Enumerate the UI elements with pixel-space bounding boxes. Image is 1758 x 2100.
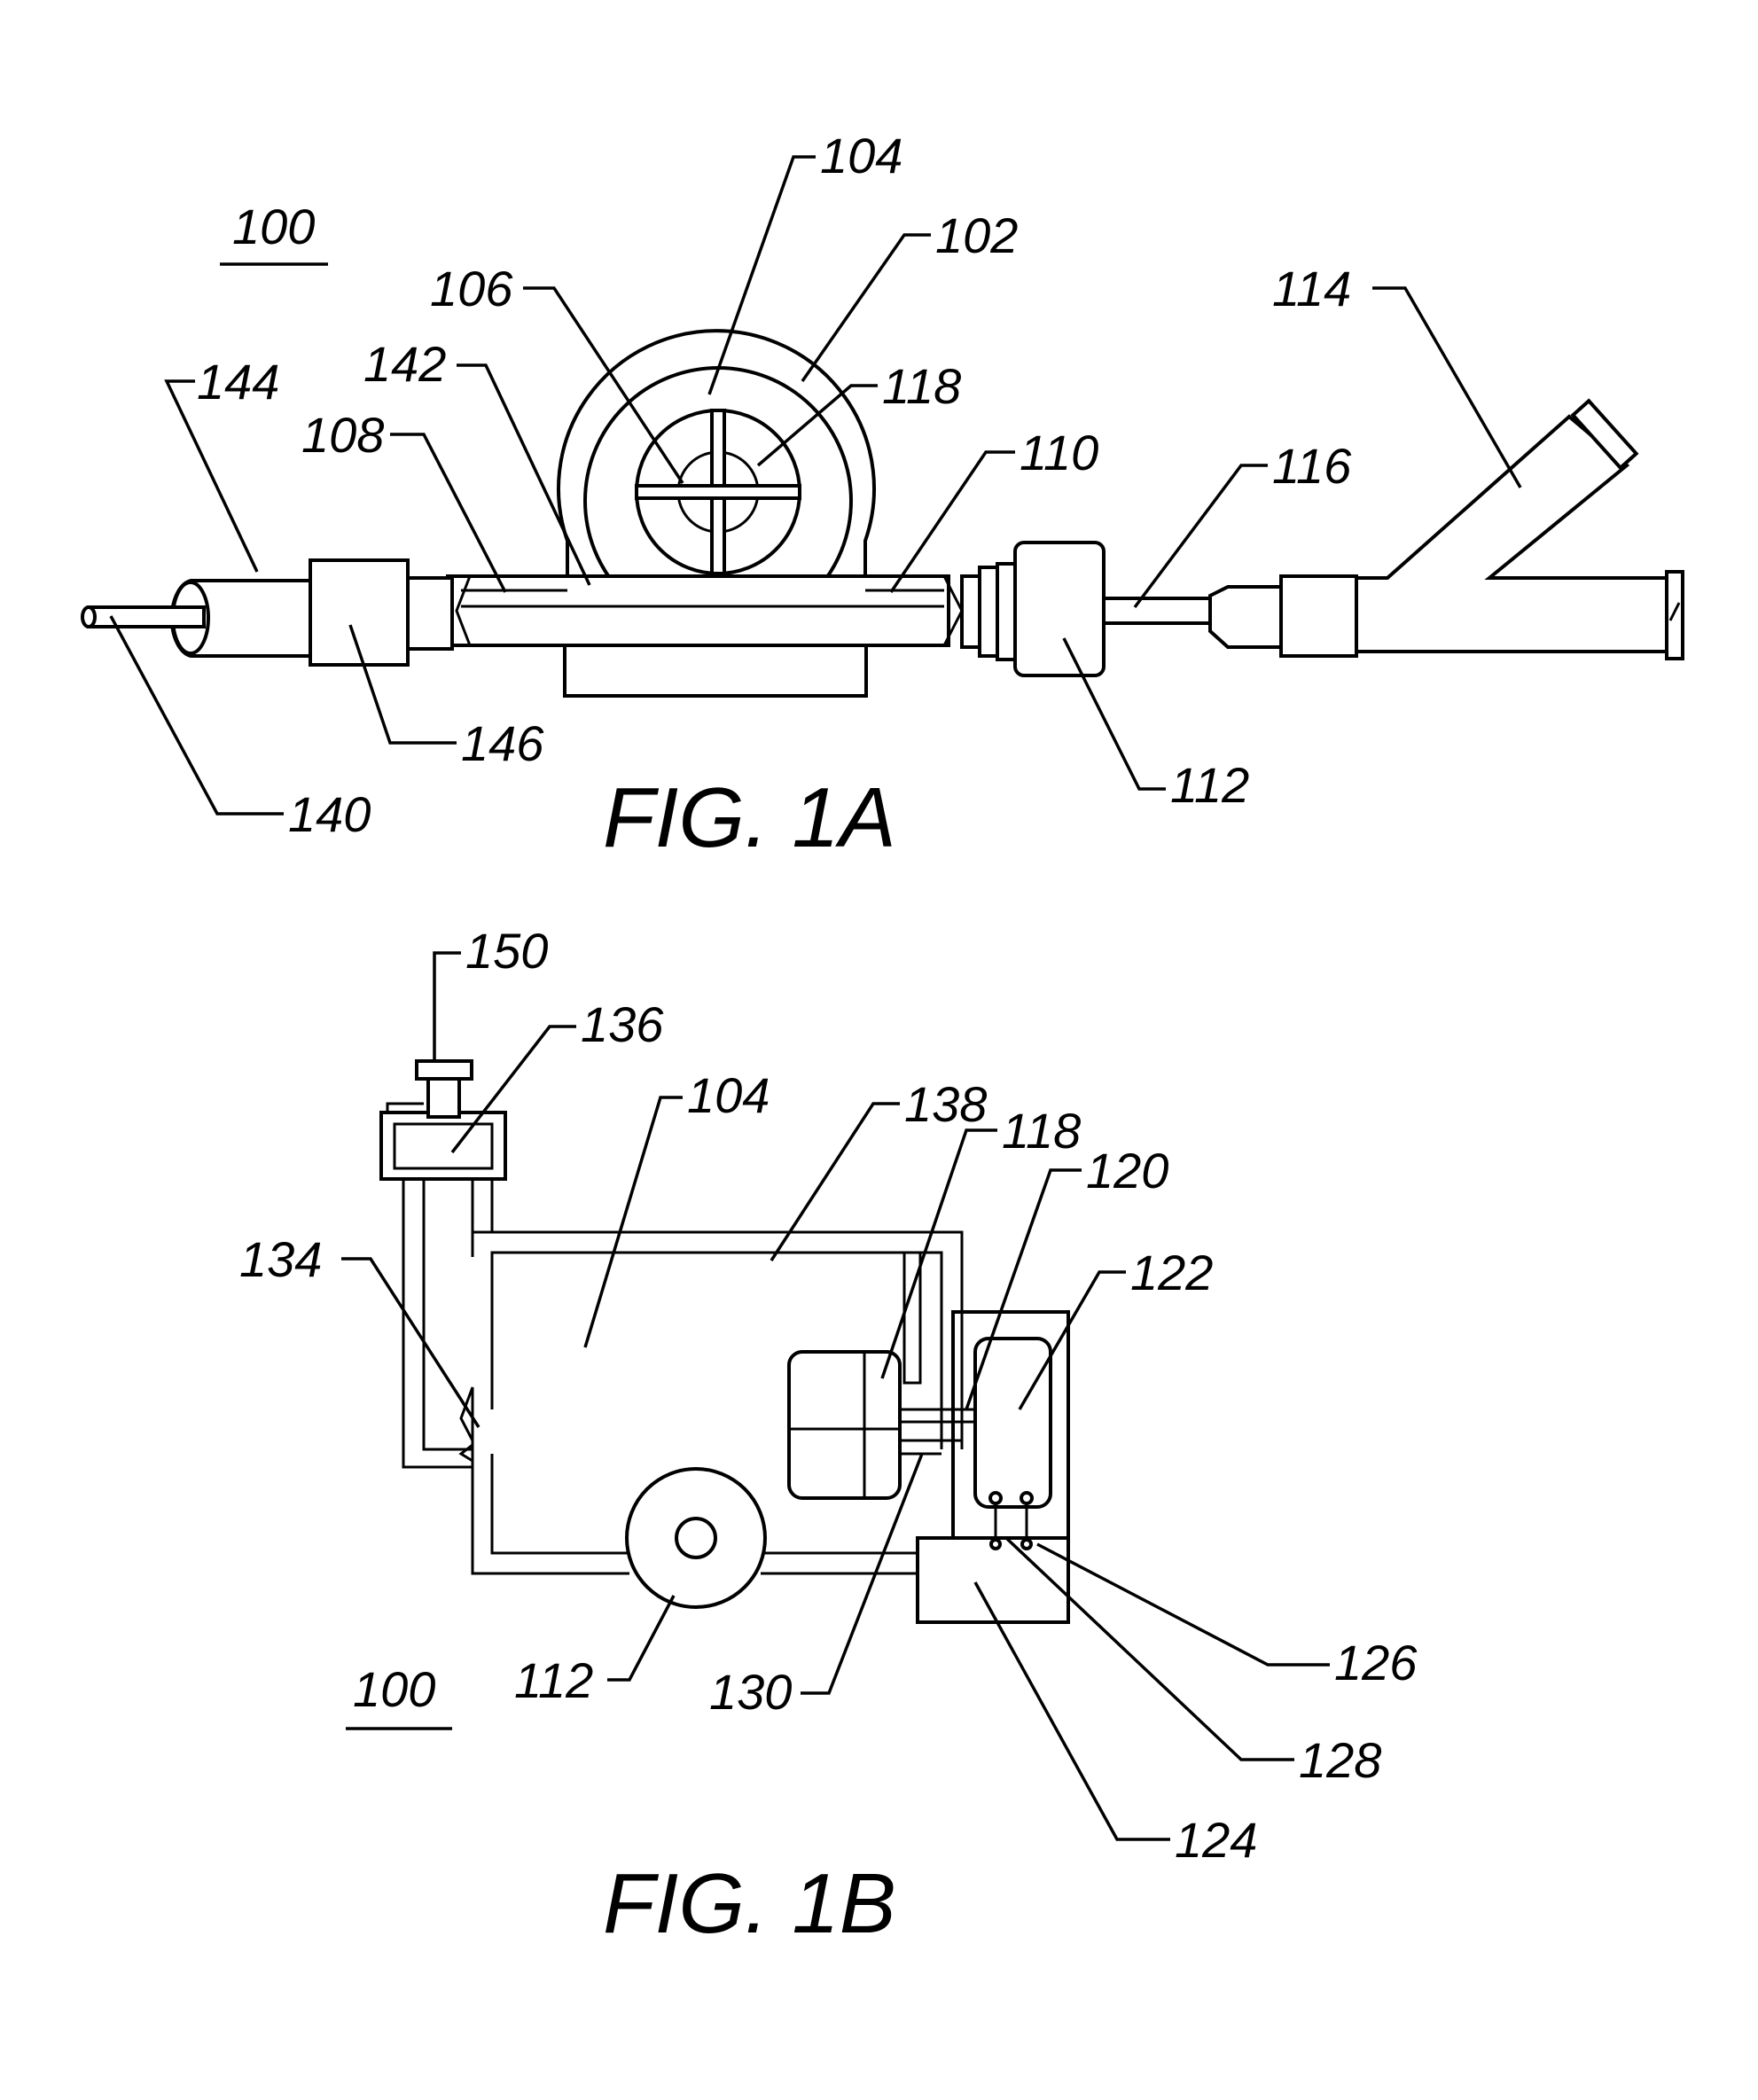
rotor-cross-horizontal (637, 486, 800, 498)
ref-140-a: 140 (288, 786, 371, 842)
y-cap-right (1667, 572, 1683, 659)
ref-146-a: 146 (461, 715, 544, 771)
ref-128-b: 128 (1299, 1732, 1381, 1788)
ref-104-a: 104 (820, 128, 902, 183)
leader-144-a (167, 381, 257, 572)
collar (1281, 576, 1356, 656)
wire-end (82, 607, 95, 627)
pin-1-top (990, 1493, 1001, 1503)
connector-ring-1 (962, 576, 980, 647)
ref-122-b: 122 (1130, 1245, 1213, 1300)
ref-126-b: 126 (1334, 1635, 1418, 1690)
tube-main (448, 576, 949, 645)
ref-142-a: 142 (363, 336, 446, 392)
sensor-housing (975, 1339, 1051, 1507)
leader-114-a (1372, 288, 1520, 488)
cap-neck (428, 1077, 459, 1117)
ref-120-b: 120 (1086, 1143, 1168, 1198)
ref-144-a: 144 (197, 354, 279, 410)
ref-116-a: 116 (1272, 438, 1352, 494)
pin-2-bottom (1022, 1540, 1031, 1549)
ref-110-a: 110 (1020, 425, 1098, 480)
ref-106-a: 106 (430, 261, 513, 316)
ref-102-a: 102 (935, 207, 1018, 263)
ref-100-b: 100 (353, 1661, 435, 1717)
ref-150-b: 150 (465, 923, 548, 979)
ref-108-a: 108 (301, 407, 384, 463)
roller-112-hub (676, 1518, 715, 1557)
figure-1b: 150 136 104 138 118 120 134 122 112 130 … (239, 923, 1418, 1951)
fitting-tail (408, 578, 452, 649)
ref-130-b: 130 (709, 1664, 792, 1720)
leader-138-b (771, 1104, 900, 1261)
caption-fig-1b: FIG. 1B (603, 1856, 896, 1951)
ref-104-b: 104 (687, 1067, 770, 1123)
clamp-block (1015, 543, 1104, 675)
leader-104-b (585, 1097, 683, 1347)
leader-150-b (434, 953, 461, 1061)
pin-2-top (1021, 1493, 1032, 1503)
chamber-riser (473, 1179, 492, 1232)
leader-134-b (341, 1259, 479, 1427)
connector-ring-2 (980, 567, 997, 656)
ref-134-b: 134 (239, 1231, 322, 1287)
leader-112-b (607, 1596, 674, 1680)
ref-118-b: 118 (1002, 1103, 1081, 1159)
line-116 (1104, 598, 1210, 623)
cap-150 (417, 1061, 472, 1079)
ref-100-a: 100 (232, 199, 315, 254)
ref-118-a: 118 (882, 358, 961, 414)
connector-ring-3 (997, 564, 1015, 660)
ref-124-b: 124 (1175, 1812, 1257, 1868)
ref-112-a: 112 (1170, 757, 1249, 813)
caption-fig-1a: FIG. 1A (603, 770, 896, 865)
ref-138-b: 138 (904, 1076, 987, 1132)
pin-1-bottom (991, 1540, 1000, 1549)
wire (89, 607, 204, 627)
ref-114-a: 114 (1272, 261, 1351, 316)
ref-136-b: 136 (581, 996, 664, 1052)
nozzle (1210, 587, 1281, 647)
base-box-124 (918, 1538, 1068, 1622)
figure-1a: 100 104 102 106 118 114 144 142 108 110 … (82, 128, 1683, 865)
ref-112-b: 112 (514, 1652, 593, 1708)
leader-126-b (1037, 1544, 1330, 1665)
